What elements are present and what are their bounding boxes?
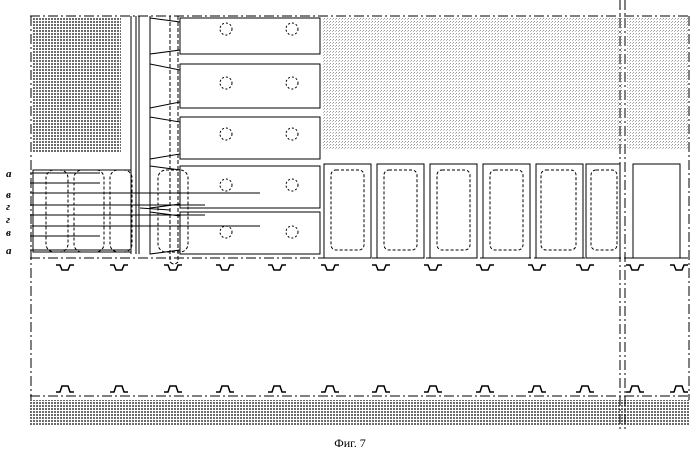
cell-row-2 [180,64,320,108]
cell-row-1 [180,18,320,54]
notches-top [56,265,688,270]
trapezoid-connectors [150,18,180,254]
hatched-area-top-right [323,18,622,150]
cell-row-3 [180,117,320,159]
hatched-block-top-left [33,18,121,152]
side-label-g-bottom: г [6,214,10,226]
figure-caption: Фиг. 7 [334,436,365,450]
hatched-area-top-far-right [627,18,689,150]
hatched-strip-bottom [30,400,690,426]
cell-row-5 [180,212,320,254]
cell-row-4 [180,166,320,208]
side-label-a-top: а [6,168,12,180]
cassette-row [324,164,680,258]
side-label-g-top: г [6,201,10,213]
side-label-v-top: в [6,189,11,201]
side-label-v-bottom: в [6,227,11,239]
side-label-a-bottom: а [6,245,12,257]
notches-bottom [56,386,688,392]
